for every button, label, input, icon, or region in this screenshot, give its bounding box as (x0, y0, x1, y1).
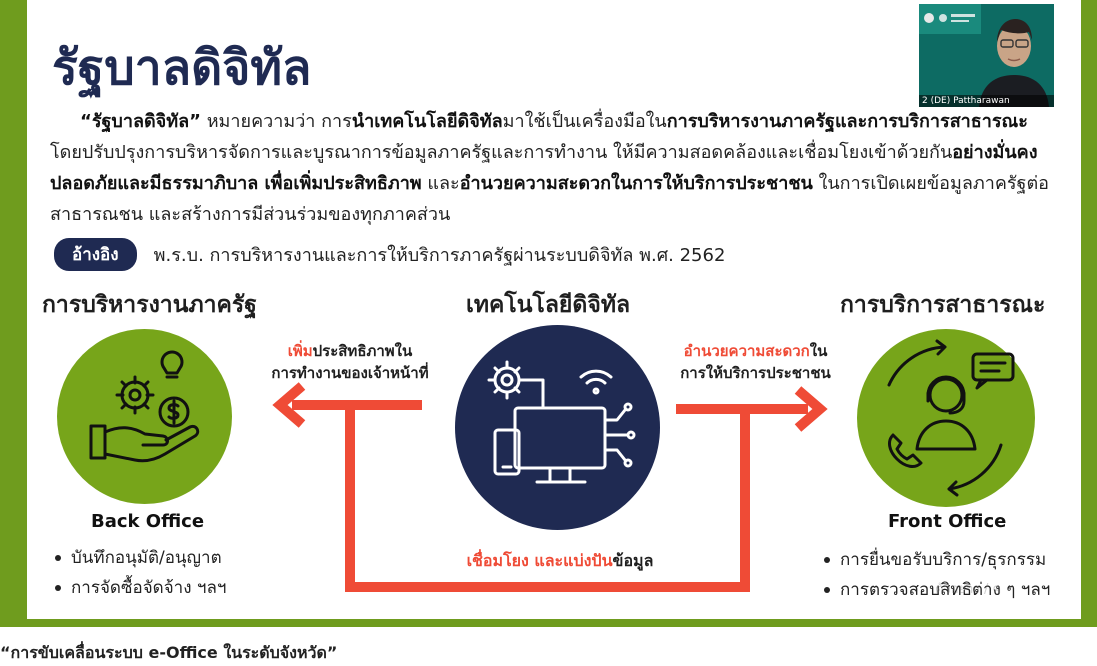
digital-tech-heading: เทคโนโลยีดิจิทัล (466, 292, 631, 318)
watermark-text: ตัวอย่าง / ค (935, 582, 1002, 597)
front-office-bullets: การยื่นขอรับบริการ/ธุรกรรม การตรวจสอบสิท… (822, 545, 1050, 605)
money-hand-icon (89, 350, 200, 463)
definition-text: โดยปรับปรุงการบริหารจัดการและบูรณาการข้อ… (50, 142, 953, 163)
bottom-connector-line (345, 405, 750, 592)
presenter-video-feed (919, 4, 1054, 107)
reference-badge: อ้างอิง (54, 238, 137, 271)
left-flow-text-line2: การทำงานของเจ้าหน้าที่ (271, 364, 429, 382)
definition-text: หมายความว่า การ (200, 111, 352, 132)
slide-title: รัฐบาลดิจิทัล (52, 40, 312, 96)
presentation-footer-title: “การขับเคลื่อนระบบ e-Office ในระดับจังหว… (0, 643, 338, 662)
front-office-caption: Front Office (888, 511, 1007, 532)
list-item: การตรวจสอบสิทธิต่าง ๆ ฯลฯ (822, 575, 1050, 605)
definition-paragraph: “รัฐบาลดิจิทัล” หมายความว่า การนำเทคโนโล… (50, 106, 1060, 230)
data-sharing-text: ข้อมูล (612, 551, 654, 570)
definition-bold: นำเทคโนโลยีดิจิทัล (351, 111, 503, 132)
presentation-slide: รัฐบาลดิจิทัล “รัฐบาลดิจิทัล” หมายความว่… (0, 0, 1097, 627)
logo-icon (924, 13, 934, 23)
slide-bottom-accent-bar (0, 619, 1097, 627)
right-arrowhead (794, 386, 828, 432)
reference-row: อ้างอิง พ.ร.บ. การบริหารงานและการให้บริก… (54, 238, 726, 271)
back-office-heading: การบริหารงานภาครัฐ (42, 292, 257, 318)
data-sharing-highlight: เชื่อมโยง และแบ่งปัน (466, 551, 613, 570)
definition-bold: การบริหารงานภาครัฐและการบริการสาธารณะ (666, 111, 1028, 132)
front-office-circle (857, 329, 1035, 507)
front-office-heading: การบริการสาธารณะ (840, 292, 1046, 318)
right-flow-text-line2: การให้บริการประชาชน (680, 364, 831, 382)
list-item: บันทึกอนุมัติ/อนุญาต (53, 543, 226, 573)
back-office-caption: Back Office (91, 511, 205, 532)
right-flow-label: อำนวยความสะดวกใน การให้บริการประชาชน (663, 340, 848, 384)
left-flow-label: เพิ่มประสิทธิภาพใน การทำงานของเจ้าหน้าที… (255, 340, 445, 384)
slide-right-accent-bar (1081, 0, 1097, 627)
computer-network-icon (487, 360, 636, 484)
back-office-bullets: บันทึกอนุมัติ/อนุญาต การจัดซื้อจัดจ้าง ฯ… (53, 543, 226, 603)
digital-tech-circle (455, 325, 660, 530)
definition-text: ในการเปิดเผยข้อมูลภาครัฐต่อสาธารณชน และส… (50, 173, 1049, 225)
definition-text: และ (421, 173, 460, 194)
list-item: การยื่นขอรับบริการ/ธุรกรรม (822, 545, 1050, 575)
left-arrowhead (272, 382, 306, 428)
participant-name-label: 2 (DE) Pattharawan (919, 95, 1054, 107)
reference-text: พ.ร.บ. การบริหารงานและการให้บริการภาครัฐ… (153, 245, 726, 266)
data-sharing-label: เชื่อมโยง และแบ่งปันข้อมูล (445, 550, 675, 572)
customer-service-icon (887, 339, 1015, 497)
left-flow-highlight: เพิ่ม (287, 342, 313, 360)
flow-arrows-diagram (272, 382, 828, 592)
list-item: การจัดซื้อจัดจ้าง ฯลฯ (53, 573, 226, 603)
definition-bold: อำนวยความสะดวกในการให้บริการประชาชน (459, 173, 813, 194)
definition-term: “รัฐบาลดิจิทัล” (80, 111, 201, 132)
right-flow-highlight: อำนวยความสะดวก (683, 342, 810, 360)
left-flow-text: ประสิทธิภาพใน (312, 342, 413, 360)
back-office-circle (57, 329, 232, 504)
right-flow-text: ใน (809, 342, 828, 360)
slide-left-accent-bar (0, 0, 27, 627)
definition-bold: อย่างมั่นคงปลอดภัยและมีธรรมาภิบาล เพื่อเ… (50, 142, 1038, 194)
logo-icon (939, 14, 947, 22)
webcam-video-tile[interactable]: 2 (DE) Pattharawan (919, 4, 1054, 107)
definition-text: มาใช้เป็นเครื่องมือใน (502, 111, 667, 132)
